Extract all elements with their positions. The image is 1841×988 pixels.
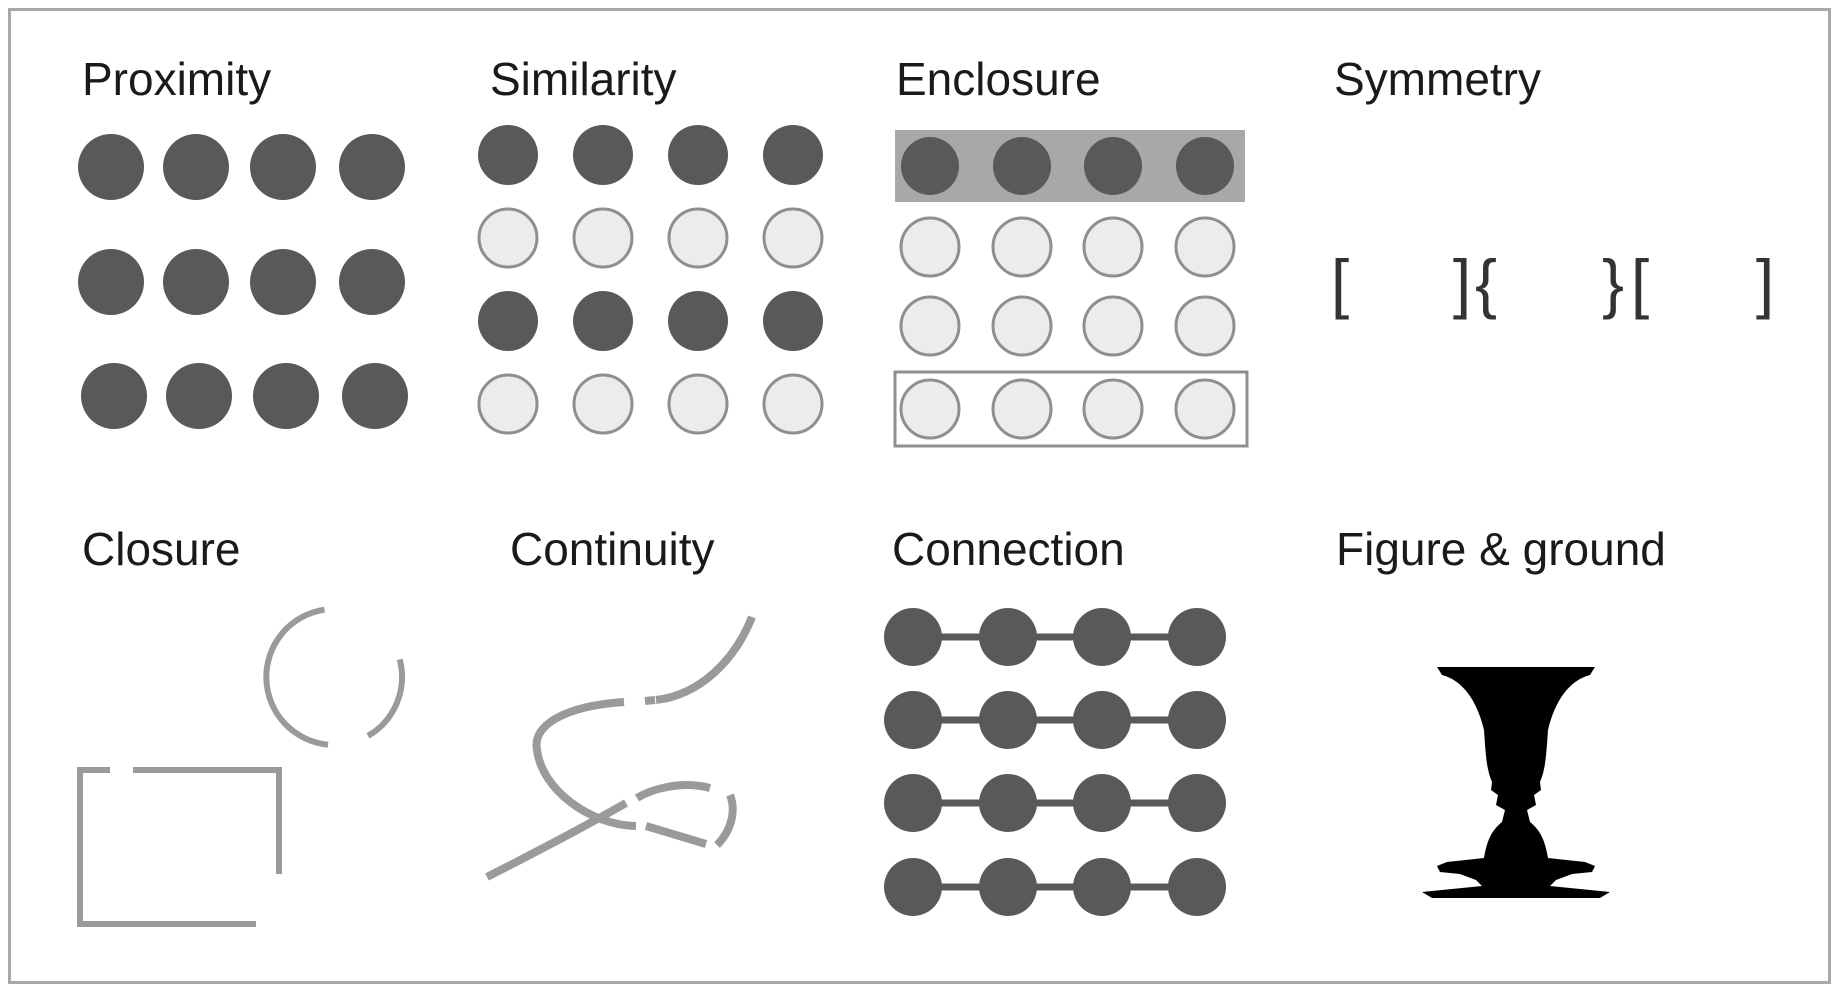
- enclosure-light-dot: [899, 216, 961, 278]
- continuity-curve-segment: [644, 822, 708, 848]
- bracket-glyph: ]: [1756, 246, 1774, 320]
- similarity-dark-dot: [763, 291, 823, 351]
- proximity-dot: [250, 249, 316, 315]
- similarity-light-dot: [572, 373, 634, 435]
- enclosure-light-dot: [1174, 216, 1236, 278]
- proximity-title: Proximity: [82, 53, 272, 105]
- proximity-dot: [78, 134, 144, 200]
- similarity-light-dot: [477, 207, 539, 269]
- similarity-dark-dot: [478, 291, 538, 351]
- connection-dot: [979, 691, 1037, 749]
- continuity-title: Continuity: [510, 523, 715, 575]
- similarity-title: Similarity: [490, 53, 677, 105]
- connection-dot: [884, 774, 942, 832]
- connection-dot: [1168, 608, 1226, 666]
- similarity-light-dot: [762, 207, 824, 269]
- enclosure-dark-dot: [901, 137, 959, 195]
- brace-glyph: }: [1602, 246, 1624, 320]
- proximity-dot: [166, 363, 232, 429]
- continuity-curve-segment: [655, 615, 756, 704]
- similarity-light-dot: [572, 207, 634, 269]
- similarity-light-dot: [667, 373, 729, 435]
- connection-dot: [979, 774, 1037, 832]
- enclosure-light-dot: [1082, 216, 1144, 278]
- connection-dot: [1073, 691, 1131, 749]
- continuity-lines: [485, 615, 756, 881]
- proximity-dot: [163, 249, 229, 315]
- bracket-glyph: [: [1331, 246, 1349, 320]
- continuity-curve-segment: [714, 793, 737, 848]
- proximity-dots: [78, 134, 408, 429]
- figure-ground-title: Figure & ground: [1336, 523, 1666, 575]
- enclosure-dark-dot: [1084, 137, 1142, 195]
- closure-shapes: [77, 606, 405, 927]
- enclosure-light-dot: [1174, 295, 1236, 357]
- enclosure-light-dot: [991, 378, 1053, 440]
- enclosure-outline-box: [893, 370, 1249, 448]
- similarity-dark-dot: [478, 125, 538, 185]
- enclosure-dark-dot: [993, 137, 1051, 195]
- enclosure-dots: [893, 130, 1249, 448]
- closure-arc: [366, 658, 405, 739]
- brace-glyph: {: [1475, 246, 1497, 320]
- closure-title: Closure: [82, 523, 241, 575]
- similarity-dark-dot: [763, 125, 823, 185]
- proximity-dot: [339, 134, 405, 200]
- continuity-curve-segment: [485, 799, 628, 881]
- symmetry-title: Symmetry: [1334, 53, 1541, 105]
- similarity-dark-dot: [668, 291, 728, 351]
- connection-dot: [1168, 858, 1226, 916]
- connection-title: Connection: [892, 523, 1125, 575]
- enclosure-light-dot: [899, 378, 961, 440]
- connection-dot: [1168, 691, 1226, 749]
- connection-dot: [884, 691, 942, 749]
- connection-dot: [1168, 774, 1226, 832]
- proximity-dot: [339, 249, 405, 315]
- enclosure-light-dot: [1082, 295, 1144, 357]
- proximity-dot: [253, 363, 319, 429]
- enclosure-light-dot: [899, 295, 961, 357]
- similarity-dark-dot: [573, 125, 633, 185]
- proximity-dot: [250, 134, 316, 200]
- symmetry-brackets: []{}[]: [1331, 246, 1774, 320]
- connection-dot: [979, 858, 1037, 916]
- similarity-light-dot: [667, 207, 729, 269]
- connection-dot: [884, 608, 942, 666]
- proximity-dot: [78, 249, 144, 315]
- vase-silhouette: [1422, 667, 1610, 898]
- proximity-dot: [342, 363, 408, 429]
- connection-dot: [1073, 608, 1131, 666]
- similarity-dark-dot: [668, 125, 728, 185]
- bracket-glyph: [: [1631, 246, 1649, 320]
- enclosure-light-dot: [991, 216, 1053, 278]
- similarity-light-dot: [762, 373, 824, 435]
- connection-dots: [884, 608, 1226, 916]
- connection-dot: [1073, 858, 1131, 916]
- bracket-glyph: ]: [1453, 246, 1471, 320]
- continuity-curve-segment: [644, 696, 656, 705]
- connection-dot: [979, 608, 1037, 666]
- closure-rect-stroke: [77, 767, 256, 927]
- enclosure-light-dot: [1174, 378, 1236, 440]
- closure-rect-stroke: [133, 767, 282, 874]
- closure-arc: [263, 606, 329, 748]
- proximity-dot: [81, 363, 147, 429]
- proximity-dot: [163, 134, 229, 200]
- figure-ground-vase: [1422, 667, 1610, 898]
- similarity-dots: [477, 125, 824, 435]
- connection-dot: [884, 858, 942, 916]
- continuity-curve-segment: [634, 781, 712, 802]
- connection-dot: [1073, 774, 1131, 832]
- similarity-dark-dot: [573, 291, 633, 351]
- enclosure-title: Enclosure: [896, 53, 1101, 105]
- enclosure-light-dot: [991, 295, 1053, 357]
- enclosure-light-dot: [1082, 378, 1144, 440]
- similarity-light-dot: [477, 373, 539, 435]
- enclosure-dark-dot: [1176, 137, 1234, 195]
